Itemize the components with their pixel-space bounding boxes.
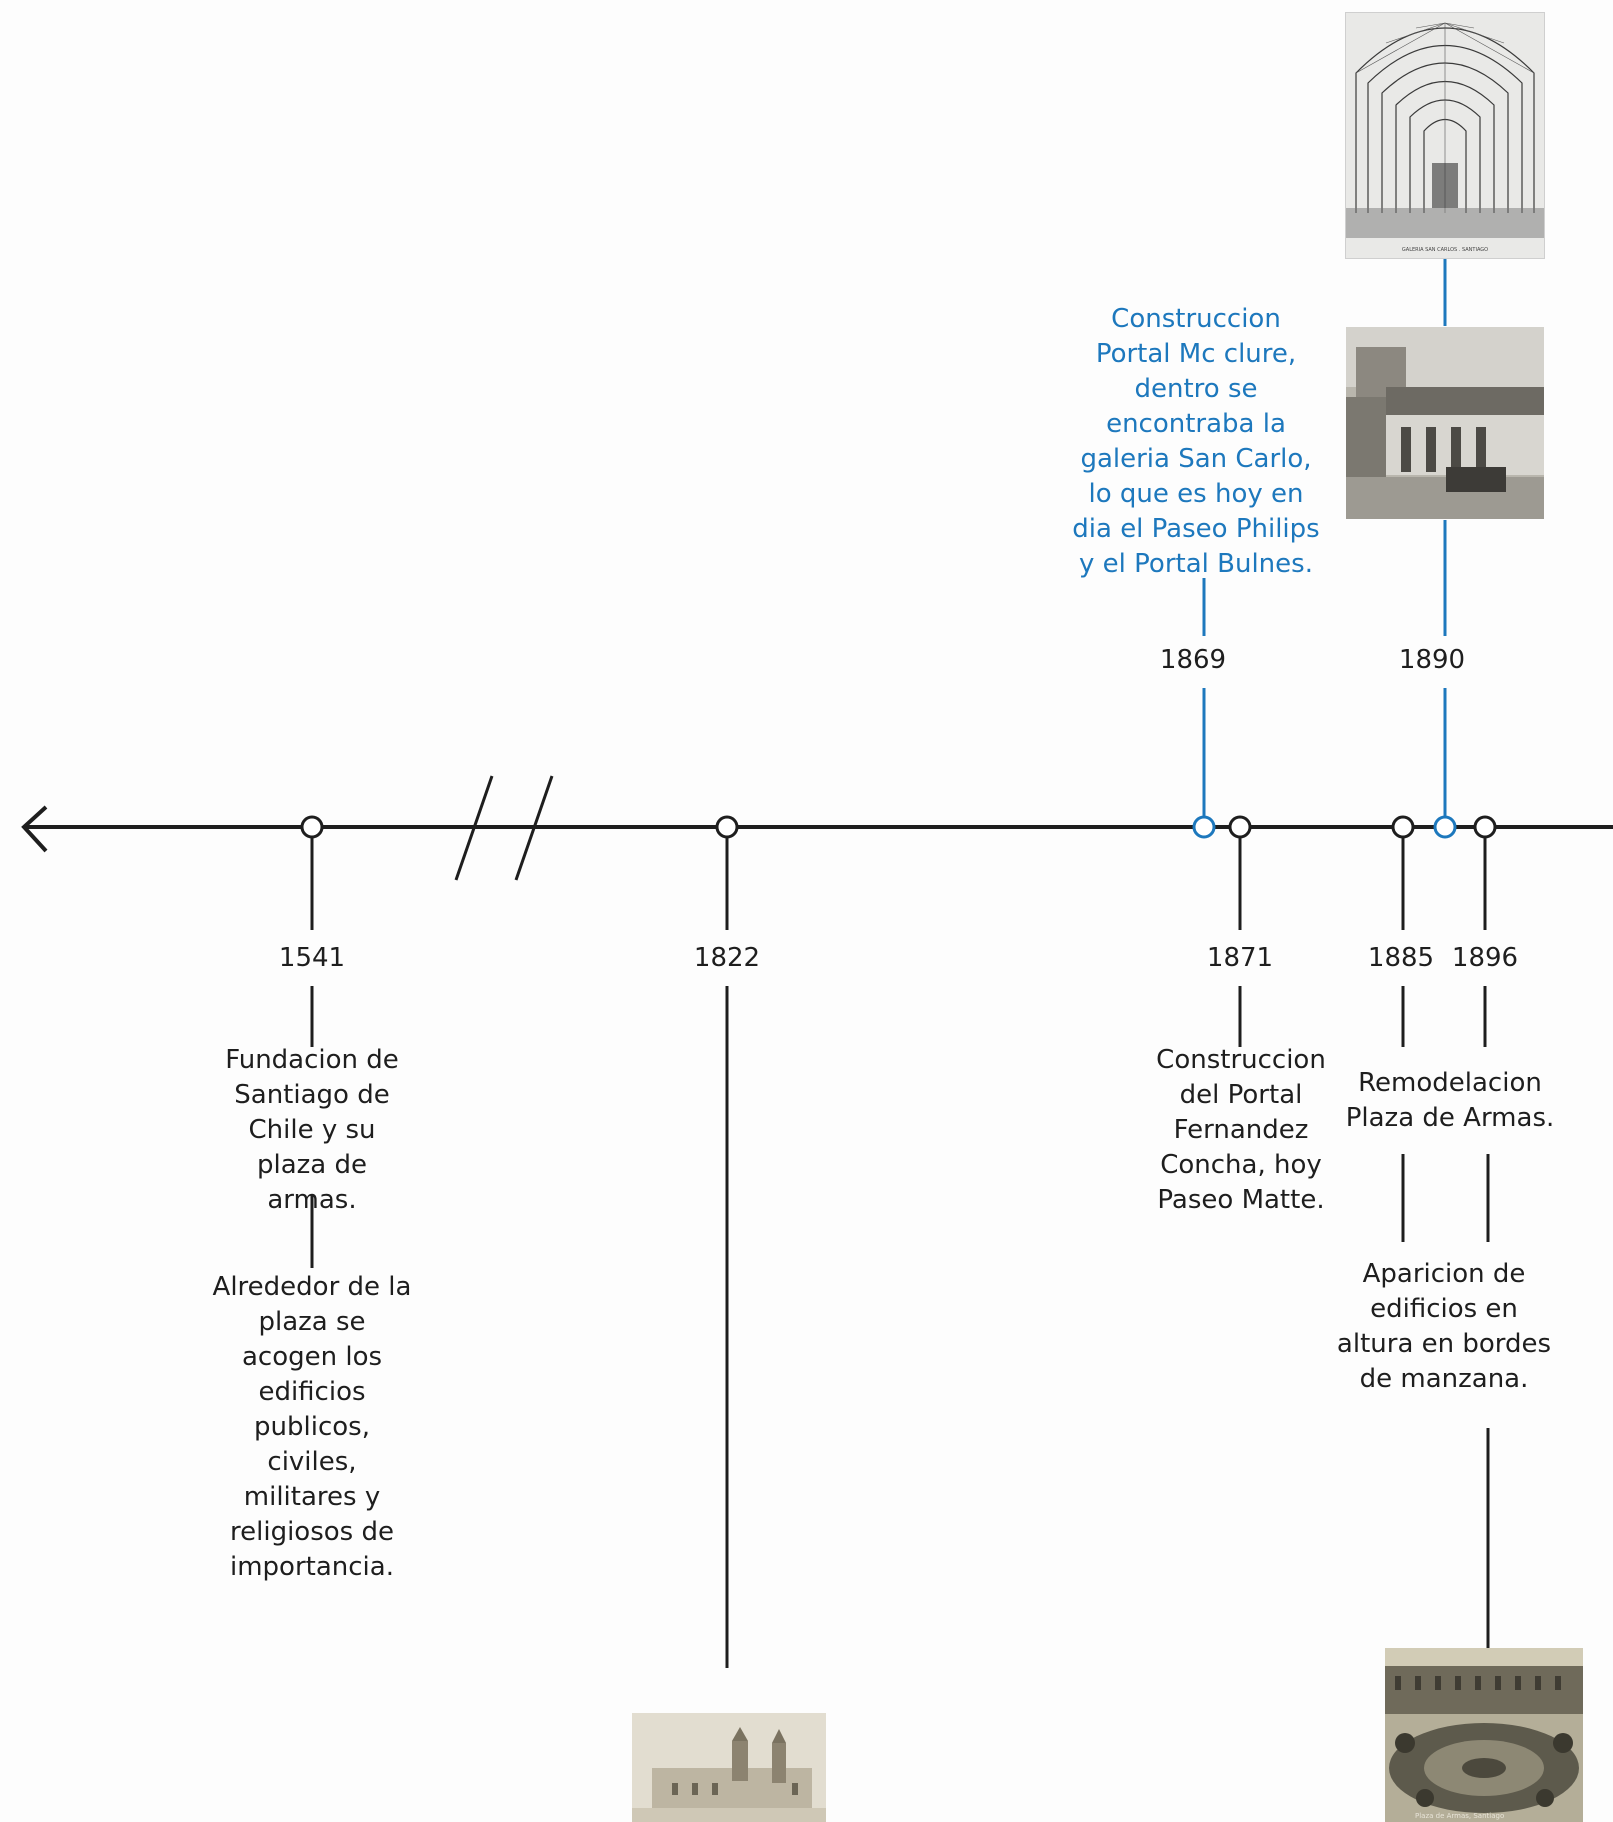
year-label-1869: 1869 — [1159, 645, 1227, 675]
event-text-1869-portal-mc-clure: Construccion Portal Mc clure, dentro se … — [1072, 304, 1320, 579]
year-label-1896: 1896 — [1451, 943, 1519, 973]
year-label-1890: 1890 — [1398, 645, 1466, 675]
event-text-1541-buildings: Alrededor de la plaza se acogen los edif… — [212, 1272, 412, 1582]
plaza-postcard-caption: Plaza de Armas, Santiago — [1415, 1812, 1504, 1820]
year-label-1541: 1541 — [278, 943, 346, 973]
marker-1822 — [715, 815, 739, 839]
marker-1541 — [300, 815, 324, 839]
plaza-1822-image — [632, 1713, 826, 1822]
marker-1896 — [1473, 815, 1497, 839]
event-text-1896-edificios-altura: Aparicion de edificios en altura en bord… — [1336, 1259, 1552, 1394]
marker-1885 — [1391, 815, 1415, 839]
plaza-1822-photo — [632, 1713, 826, 1822]
galeria-san-carlos-photo: GALERIA SAN CARLOS . SANTIAGO — [1345, 12, 1545, 259]
year-label-1885: 1885 — [1367, 943, 1435, 973]
plaza-de-armas-postcard-photo: Plaza de Armas, Santiago — [1385, 1648, 1583, 1822]
event-text-1885-remodelacion: Remodelacion Plaza de Armas. — [1345, 1068, 1555, 1133]
axis-break-mark-1 — [454, 775, 494, 881]
marker-1890 — [1433, 815, 1457, 839]
axis-break-mark-2 — [514, 775, 554, 881]
event-text-1871-portal-fernandez-concha: Construccion del Portal Fernandez Concha… — [1156, 1045, 1326, 1215]
portal-mc-clure-image — [1346, 327, 1544, 519]
event-text-1541-founding: Fundacion de Santiago de Chile y su plaz… — [225, 1045, 399, 1215]
year-label-1822: 1822 — [693, 943, 761, 973]
plaza-postcard-image: Plaza de Armas, Santiago — [1385, 1648, 1583, 1822]
portal-mc-clure-photo — [1346, 327, 1544, 519]
marker-1869 — [1192, 815, 1216, 839]
galeria-engraving-image: GALERIA SAN CARLOS . SANTIAGO — [1346, 13, 1544, 258]
timeline-arrow-head — [21, 805, 48, 853]
year-label-1871: 1871 — [1206, 943, 1274, 973]
galeria-engraving-caption: GALERIA SAN CARLOS . SANTIAGO — [1402, 247, 1488, 253]
marker-1871 — [1228, 815, 1252, 839]
